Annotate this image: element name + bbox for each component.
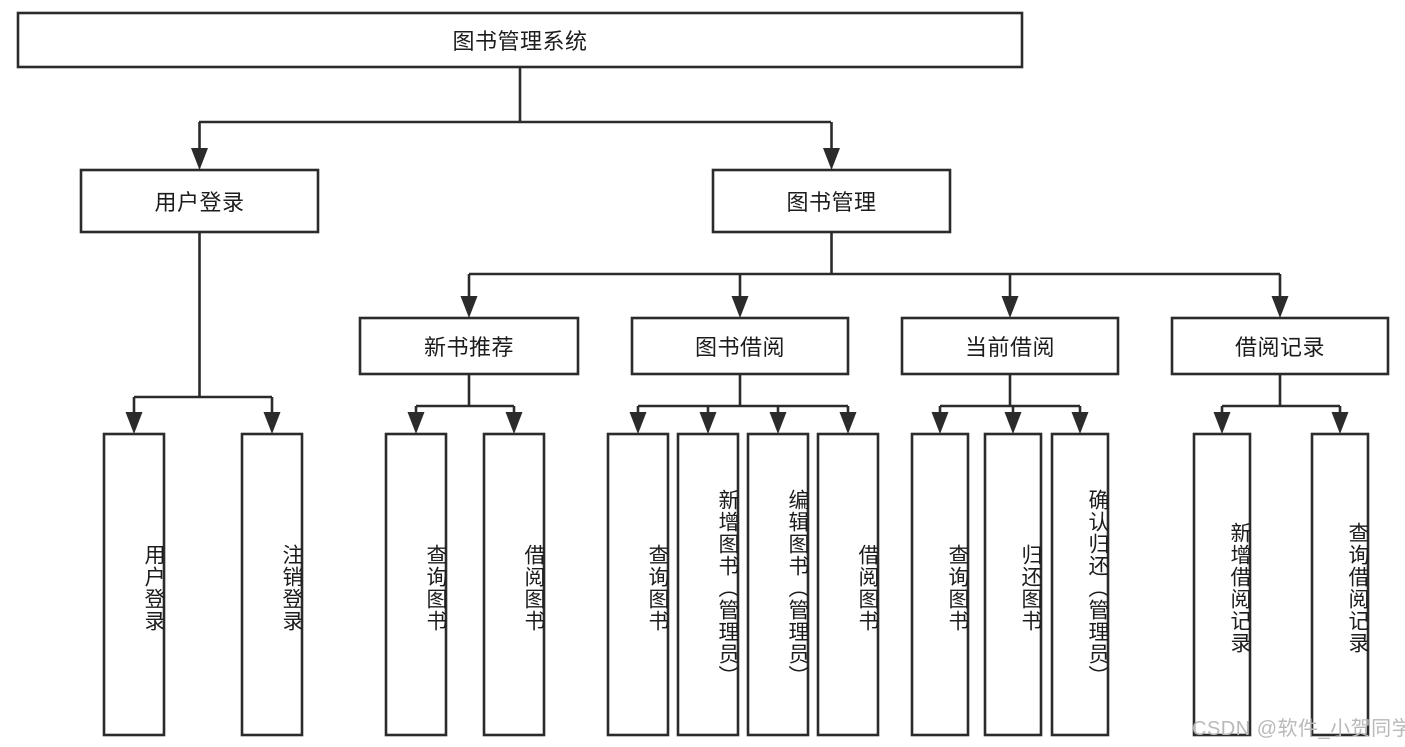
arrowhead-borrow-record xyxy=(1271,296,1289,318)
node-box-leaf-query-1[interactable] xyxy=(384,432,448,737)
node-box-leaf-logout[interactable] xyxy=(240,432,304,737)
node-box-new-book-rec[interactable] xyxy=(358,316,580,376)
csdn-watermark: CSDN @软件_小贺同学 xyxy=(1192,718,1405,740)
arrowhead-leaf-confirm xyxy=(1071,412,1089,434)
node-box-leaf-confirm[interactable] xyxy=(1050,432,1110,737)
node-box-user-login[interactable] xyxy=(79,168,320,234)
node-box-borrow-record[interactable] xyxy=(1170,316,1390,376)
node-box-leaf-query-2[interactable] xyxy=(606,432,670,737)
node-box-leaf-user-login[interactable] xyxy=(102,432,166,737)
arrowhead-leaf-add-book xyxy=(699,412,717,434)
node-box-leaf-edit-book[interactable] xyxy=(746,432,810,737)
arrowhead-leaf-borrow-2 xyxy=(839,412,857,434)
node-box-book-manage[interactable] xyxy=(711,168,952,234)
arrowhead-leaf-query-1 xyxy=(407,412,425,434)
node-box-leaf-add-book[interactable] xyxy=(676,432,740,737)
arrowhead-leaf-user-login xyxy=(125,412,143,434)
arrowhead-current-borrow xyxy=(1001,296,1019,318)
node-box-leaf-qry-record[interactable] xyxy=(1310,432,1370,737)
arrowhead-leaf-borrow-1 xyxy=(505,412,523,434)
node-box-book-borrow[interactable] xyxy=(630,316,850,376)
arrowhead-leaf-return xyxy=(1004,412,1022,434)
arrowhead-leaf-add-record xyxy=(1213,412,1231,434)
node-box-current-borrow[interactable] xyxy=(900,316,1120,376)
node-box-root[interactable] xyxy=(16,11,1024,69)
node-box-leaf-borrow-1[interactable] xyxy=(482,432,546,737)
node-box-leaf-query-3[interactable] xyxy=(910,432,970,737)
arrowhead-leaf-qry-record xyxy=(1331,412,1349,434)
node-box-leaf-add-record[interactable] xyxy=(1192,432,1252,737)
arrowhead-leaf-edit-book xyxy=(769,412,787,434)
arrowhead-book-borrow xyxy=(731,296,749,318)
arrowhead-new-book-rec xyxy=(460,296,478,318)
arrowhead-leaf-logout xyxy=(263,412,281,434)
connector-layer xyxy=(125,67,1349,434)
node-layer xyxy=(16,11,1390,737)
arrowhead-leaf-query-2 xyxy=(629,412,647,434)
node-box-leaf-borrow-2[interactable] xyxy=(816,432,880,737)
arrowhead-user-login xyxy=(191,148,208,170)
arrowhead-leaf-query-3 xyxy=(931,412,949,434)
node-box-leaf-return[interactable] xyxy=(983,432,1043,737)
arrowhead-book-manage xyxy=(823,148,840,170)
